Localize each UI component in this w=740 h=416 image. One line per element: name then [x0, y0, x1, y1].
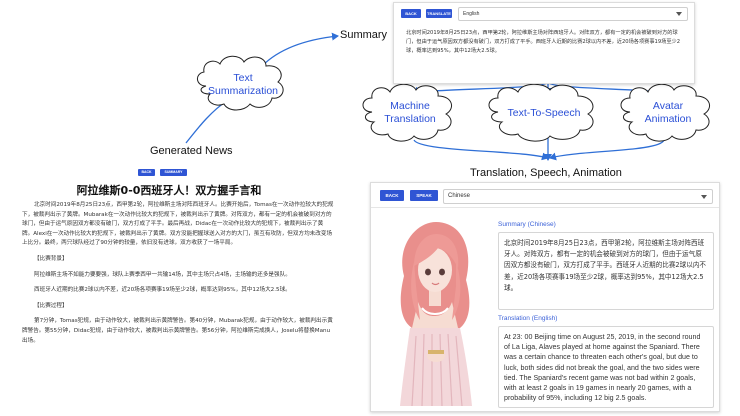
arrow-summarization-to-summary — [261, 32, 339, 67]
news-panel: BACK SUMMARY 阿拉维斯0-0西班牙人！双方握手言和 北京时间2019… — [0, 166, 338, 416]
cloud-label-avatar: Avatar Animation — [628, 100, 708, 126]
translate-button[interactable]: TRANSLATE — [426, 9, 452, 18]
cloud-line: Machine — [390, 100, 430, 112]
chevron-down-icon — [676, 12, 682, 16]
cloud-text-summarization — [197, 55, 284, 111]
news-paragraph: 第7分钟，Tomas犯规，由于动作较大，被裁判出示黄牌警告。第40分钟，Muba… — [22, 318, 333, 344]
cloud-label-text-summarization: Text Summarization — [206, 72, 280, 98]
language-select[interactable]: Chinese — [443, 189, 713, 204]
avatar-image — [376, 216, 492, 406]
news-paragraph: 【比赛背景】 — [34, 255, 68, 262]
translation-text: At 23: 00 Beijing time on August 25, 201… — [504, 333, 701, 403]
arrow-avatar-to-merge — [549, 139, 665, 161]
chevron-down-icon — [701, 194, 707, 199]
speak-button[interactable]: SPEAK — [410, 190, 438, 201]
translation-heading: Translation (English) — [498, 315, 558, 322]
news-paragraph: 北京时间2019年8月25日23点，西甲第2轮，阿拉维斯主场对阵西班牙人。比赛开… — [22, 202, 334, 247]
back-button[interactable]: BACK — [380, 190, 404, 201]
summary-button[interactable]: SUMMARY — [160, 169, 187, 176]
translation-textbox: At 23: 00 Beijing time on August 25, 201… — [498, 326, 714, 408]
cloud-line: Text-To-Speech — [507, 107, 581, 119]
language-select[interactable]: English — [458, 7, 688, 21]
cloud-line: Translation — [384, 113, 436, 125]
summary-text: 北京时间2019年8月25日23点，西甲第2轮，阿拉维斯主场对阵西班牙人。对阵双… — [406, 30, 680, 54]
cloud-line: Animation — [644, 113, 692, 125]
arrow-news-to-summarization — [185, 99, 229, 144]
summary-panel: BACK TRANSLATE English 北京时间2019年8月25日23点… — [393, 2, 695, 84]
cloud-line: Text — [233, 72, 253, 84]
news-body: 北京时间2019年8月25日23点，西甲第2轮，阿拉维斯主场对阵西班牙人。比赛开… — [22, 201, 334, 350]
news-headline: 阿拉维斯0-0西班牙人！双方握手言和 — [76, 184, 262, 197]
summary-textbox: 北京时间2019年8月25日23点，西甲第2轮，阿拉维斯主场对阵西班牙人。对阵双… — [498, 232, 714, 310]
cloud-avatar-animation — [620, 83, 711, 142]
news-paragraph: 【比赛过程】 — [34, 302, 68, 309]
label-summary: Summary — [340, 29, 388, 41]
cloud-text-to-speech — [488, 83, 594, 142]
news-paragraph: 阿拉维斯主场不如能力要要强，球队上赛季西甲一共输14场，其中主场只占4场，主场输… — [34, 271, 291, 278]
cloud-label-tts: Text-To-Speech — [496, 107, 592, 120]
cloud-line: Summarization — [207, 85, 279, 97]
language-select-value: English — [463, 11, 480, 17]
news-paragraph: 西班牙人近期的比赛2球以内不差，近20场各项赛事19场至少2球，概率达到95%，… — [34, 287, 291, 294]
summary-heading: Summary (Chinese) — [498, 221, 556, 228]
avatar-panel: BACK SPEAK Chinese — [370, 182, 720, 412]
back-button[interactable]: BACK — [138, 169, 155, 176]
label-generated-news: Generated News — [150, 145, 233, 157]
language-select-value: Chinese — [448, 193, 471, 199]
label-translation-speech-animation: Translation, Speech, Animation — [470, 167, 622, 179]
cloud-machine-translation — [362, 83, 453, 142]
cloud-line: Avatar — [652, 100, 684, 112]
summary-text: 北京时间2019年8月25日23点，西甲第2轮，阿拉维斯主场对阵西班牙人。对阵双… — [504, 239, 707, 292]
arrow-machine-translation-to-merge — [413, 139, 549, 161]
cloud-label-machine-translation: Machine Translation — [370, 100, 450, 126]
divider — [371, 207, 719, 208]
avatar-illustration — [400, 222, 472, 406]
back-button[interactable]: BACK — [401, 9, 421, 18]
